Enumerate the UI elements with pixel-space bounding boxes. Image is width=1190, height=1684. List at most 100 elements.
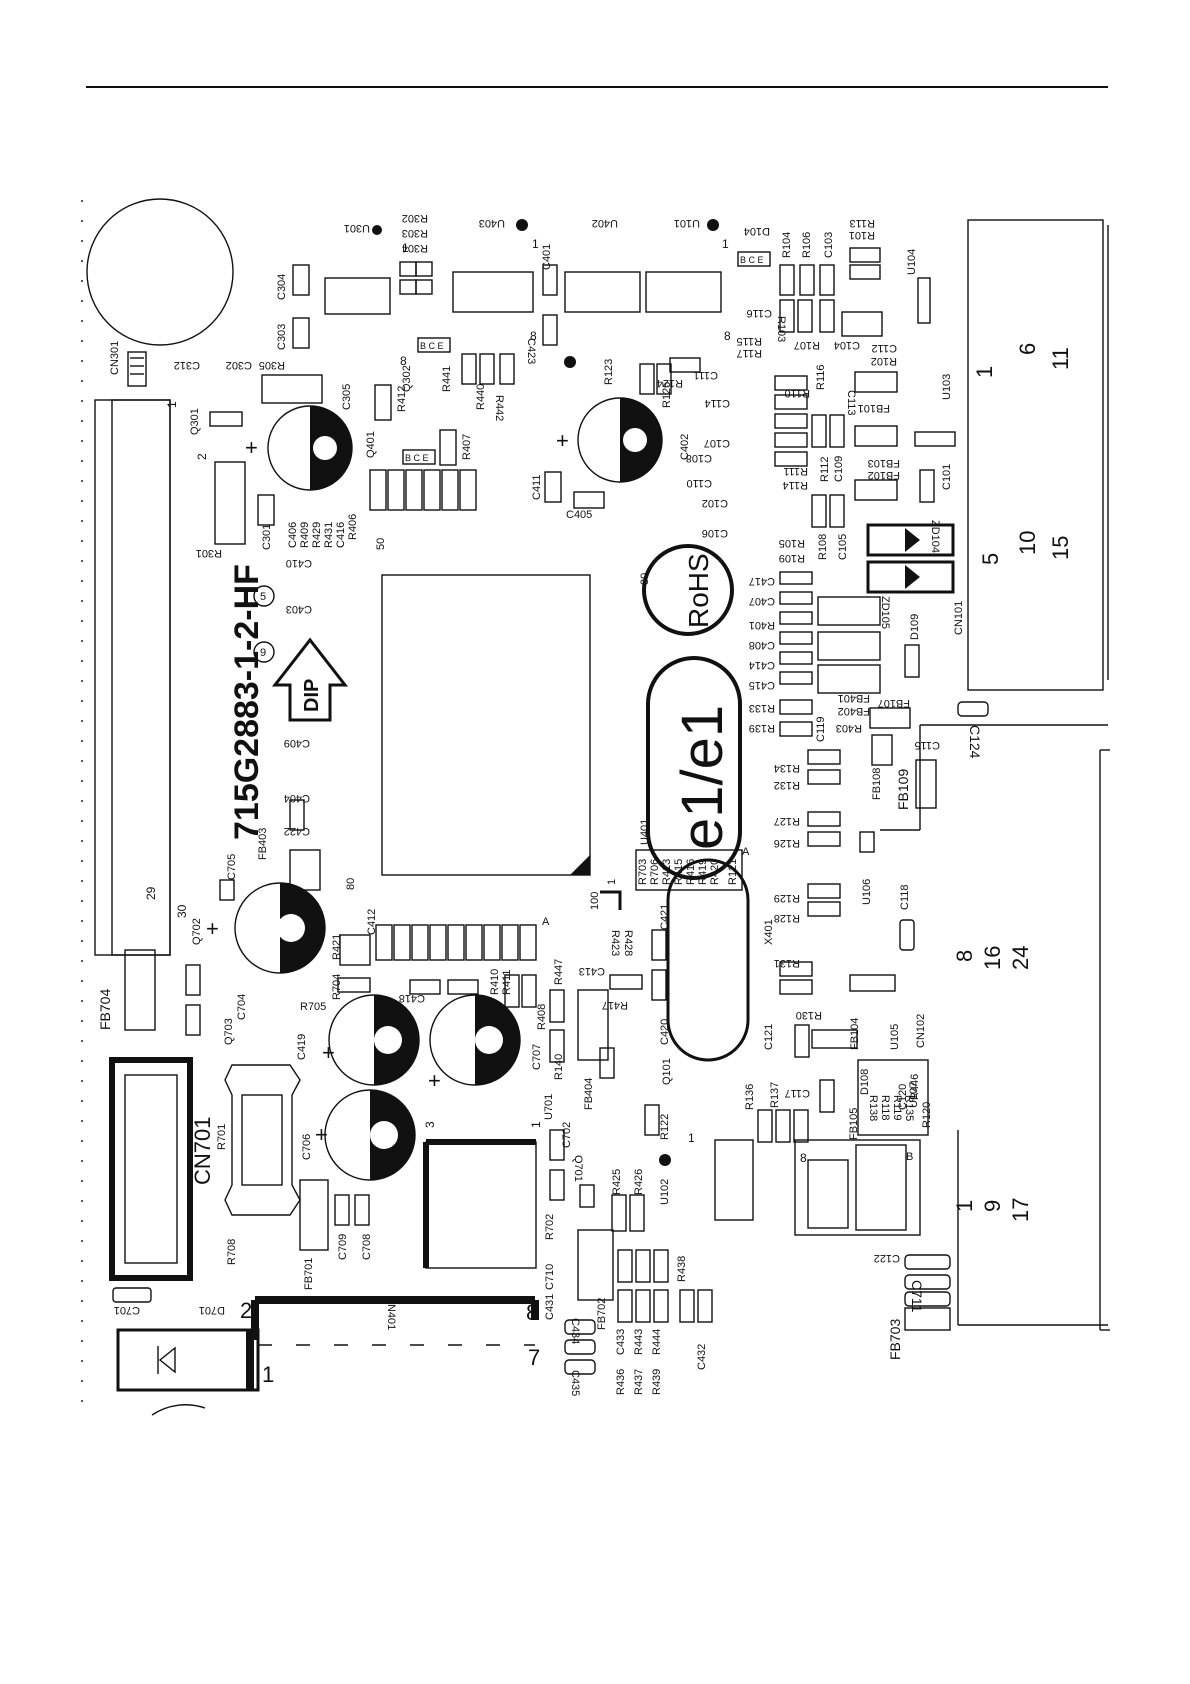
r116-label: R116 xyxy=(815,365,827,390)
r701-label: R701 xyxy=(216,1124,228,1150)
u401-ic: U401 30 50 80 100 1 xyxy=(345,538,651,910)
fb704-label: FB704 xyxy=(97,989,113,1030)
r705-label: R705 xyxy=(300,1001,326,1013)
svg-text:+: + xyxy=(322,1040,335,1065)
r104-label: R104 xyxy=(781,232,793,258)
r429-label: R429 xyxy=(311,522,323,548)
c403-label: C403 xyxy=(286,603,312,615)
r412-label: R412 xyxy=(396,386,408,412)
pin-1-top-b: 1 xyxy=(532,237,539,251)
c434-label: C434 xyxy=(569,1318,581,1344)
c404-label: C404 xyxy=(284,792,310,804)
cn101-connector: CN101 1 6 11 5 10 15 xyxy=(953,219,1109,691)
r115-label: R115 xyxy=(737,335,762,347)
svg-text:5: 5 xyxy=(260,591,266,603)
c115-label: C115 xyxy=(915,739,940,751)
rev-badge-5: 5 xyxy=(253,585,275,607)
zd105-label: ZD105 xyxy=(879,596,891,629)
c433-label: C433 xyxy=(615,1329,627,1355)
r409-label: R409 xyxy=(299,522,311,548)
zd104-diode: ZD104 xyxy=(866,520,955,557)
cn102-pin-17: 17 xyxy=(1008,1198,1033,1222)
c415-label: C415 xyxy=(749,679,775,691)
c107-label: C107 xyxy=(704,437,730,449)
u106-label: U106 xyxy=(861,879,873,905)
battery-holder xyxy=(86,198,234,346)
cn301-pin-2: 2 xyxy=(195,453,209,460)
r124-label: R124 xyxy=(657,377,683,389)
c419-label: C419 xyxy=(296,1034,308,1060)
d109-label: D109 xyxy=(909,614,921,640)
pin-b: B xyxy=(906,1151,913,1163)
r403-label: R403 xyxy=(836,722,862,734)
r110-label: R110 xyxy=(785,387,810,399)
d104-label: D104 xyxy=(744,225,770,237)
c108-label: C108 xyxy=(686,452,712,464)
cn102-pin-16: 16 xyxy=(980,946,1005,970)
c301-label: C301 xyxy=(261,524,273,550)
cn301-connector: CN301 1 2 29 30 xyxy=(94,341,209,956)
c109-label: C109 xyxy=(833,456,845,482)
cn301-pin-30: 30 xyxy=(175,904,189,918)
board-part-number: 715G2883-1-2-HF xyxy=(228,564,266,840)
r407-label: R407 xyxy=(461,434,473,460)
r126-label: R126 xyxy=(774,837,800,849)
r305-label: R305 xyxy=(259,359,285,371)
r421-label: R421 xyxy=(331,934,343,960)
r428-label: R428 xyxy=(622,930,634,956)
u403-dot xyxy=(516,219,528,231)
c701-pad xyxy=(112,1287,152,1303)
r415-label: R415 xyxy=(673,859,685,885)
cn102-pin-1: 1 xyxy=(952,1200,977,1212)
r123-label: R123 xyxy=(603,359,615,385)
cn101-pin-1: 1 xyxy=(972,366,997,378)
r706-label: R706 xyxy=(649,859,661,885)
capacitor-c305: + xyxy=(245,405,353,491)
c704-label: C704 xyxy=(236,994,248,1020)
c113-label: C113 xyxy=(845,390,857,415)
cn301-label: CN301 xyxy=(109,341,121,375)
cn101-pin-11: 11 xyxy=(1048,347,1073,370)
r109-label: R109 xyxy=(779,552,805,564)
r135-label: R135 xyxy=(903,1095,915,1121)
c421-label: C421 xyxy=(659,904,671,930)
rohs-logo: RoHS xyxy=(642,544,734,636)
r301-label: R301 xyxy=(196,547,222,559)
c312-label: C312 xyxy=(174,359,200,371)
fb104-label: FB104 xyxy=(849,1018,861,1050)
c102-label: C102 xyxy=(702,497,728,509)
rev-badge-9: 9 xyxy=(253,641,275,663)
c101-label: C101 xyxy=(941,464,953,490)
r408-label: R408 xyxy=(536,1004,548,1030)
component-labels: R302 R303 R304 C304 C303 C312 C302 R305 … xyxy=(97,212,983,1396)
r119-label: R119 xyxy=(891,1095,903,1120)
cn102-pin-24: 24 xyxy=(1008,946,1033,970)
top-chips: U301 U403 U402 U101 U104 U103 U106 U105 xyxy=(324,217,956,1166)
u101-label: U101 xyxy=(674,217,700,229)
r413-label: R413 xyxy=(661,859,673,885)
r410-label: R410 xyxy=(489,969,501,995)
board-outline xyxy=(81,200,1110,1420)
cn301-pin-1: 1 xyxy=(165,401,179,408)
u107-label: U107 xyxy=(908,1082,920,1108)
c705-label: C705 xyxy=(226,854,238,880)
fb703-label: FB703 xyxy=(887,1319,903,1360)
r121-label: R121 xyxy=(727,859,739,885)
pin-8-top-a: 8 xyxy=(400,354,407,368)
u102-label: U102 xyxy=(659,1179,671,1205)
r125-label: R125 xyxy=(661,382,673,408)
c119-label: C119 xyxy=(815,717,827,742)
cn401-pin-2: 2 xyxy=(240,1298,252,1323)
c435-label: C435 xyxy=(569,1370,581,1396)
pin-8-top-c: 8 xyxy=(724,329,731,343)
c422-label: C422 xyxy=(284,825,310,837)
u701-label: U701 xyxy=(543,1094,555,1120)
r117-label: R117 xyxy=(737,347,762,359)
r446-label: R446 xyxy=(909,1074,921,1100)
r128-label: R128 xyxy=(774,912,800,924)
c303-label: C303 xyxy=(276,324,288,350)
fb403-label: FB403 xyxy=(257,828,269,860)
r417-label: R417 xyxy=(602,999,628,1011)
r130-label: R130 xyxy=(796,1009,822,1021)
